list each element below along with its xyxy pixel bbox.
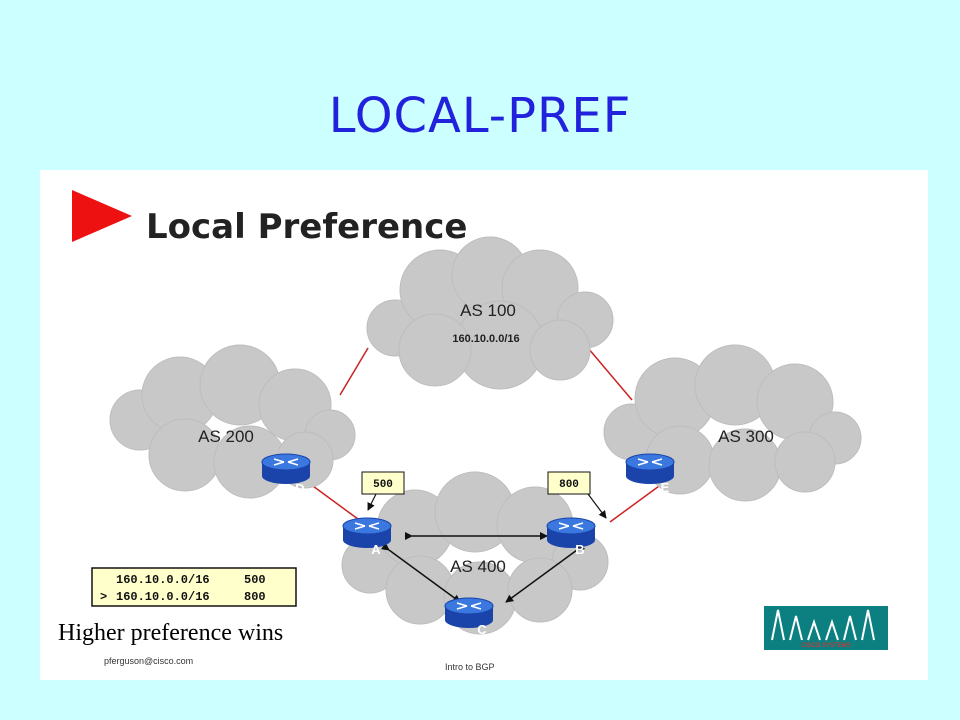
bgp-row-1-prefix: 160.10.0.0/16 xyxy=(116,573,210,587)
footer-course: Intro to BGP xyxy=(445,662,495,672)
diagram-heading: Local Preference xyxy=(146,207,467,247)
pref-pointer-a xyxy=(367,493,377,511)
pref-value-a: 500 xyxy=(373,479,393,491)
cisco-logo-text: CISCO SYSTEMS xyxy=(801,643,850,649)
router-a-label: A xyxy=(371,542,381,557)
router-e-label: E xyxy=(661,480,670,495)
pref-box-b xyxy=(547,471,591,495)
router-d: D xyxy=(261,453,311,496)
pref-pointer-b xyxy=(587,493,607,519)
as100-label: AS 100 xyxy=(460,301,516,320)
as100-cloud xyxy=(366,236,614,390)
as300-label: AS 300 xyxy=(718,427,774,446)
bgp-row-2-prefix: 160.10.0.0/16 xyxy=(116,590,210,604)
router-arrows-icon xyxy=(558,522,584,530)
as200-label: AS 200 xyxy=(198,427,254,446)
as400-label: AS 400 xyxy=(450,557,506,576)
router-b: B xyxy=(546,517,596,557)
bgp-row-2-marker: > xyxy=(100,590,107,604)
red-triangle-icon xyxy=(72,190,132,242)
router-arrows-icon xyxy=(637,458,663,466)
router-arrows-icon xyxy=(354,522,380,530)
bgp-table-box xyxy=(91,567,297,607)
link-as100-as200 xyxy=(339,347,369,396)
pref-box-a xyxy=(361,471,405,495)
ibgp-arrow-b-c xyxy=(505,542,586,603)
router-e: E xyxy=(625,453,675,495)
router-d-label: D xyxy=(295,481,304,496)
cisco-logo: CISCO SYSTEMS xyxy=(764,606,888,650)
router-c-label: C xyxy=(477,622,487,637)
router-b-label: B xyxy=(575,542,584,557)
ibgp-arrow-a-c xyxy=(380,542,461,603)
router-a: A xyxy=(342,517,392,557)
diagram-panel: Local Preference AS 100 160.10.0.0/16 xyxy=(40,170,928,680)
router-c: C xyxy=(444,597,494,637)
bgp-row-2-pref: 800 xyxy=(244,590,266,604)
footer-email: pferguson@cisco.com xyxy=(104,656,193,666)
caption-text: Higher preference wins xyxy=(58,620,284,646)
as100-prefix: 160.10.0.0/16 xyxy=(452,333,519,345)
as300-cloud xyxy=(603,344,862,502)
pref-value-b: 800 xyxy=(559,479,579,491)
bgp-topology-diagram: Local Preference AS 100 160.10.0.0/16 xyxy=(72,190,888,672)
bgp-row-1-pref: 500 xyxy=(244,573,266,587)
router-arrows-icon xyxy=(456,602,482,610)
as200-cloud xyxy=(109,344,356,499)
link-as100-as300 xyxy=(587,347,633,401)
slide-title: LOCAL-PREF xyxy=(328,88,632,144)
router-arrows-icon xyxy=(273,458,299,466)
